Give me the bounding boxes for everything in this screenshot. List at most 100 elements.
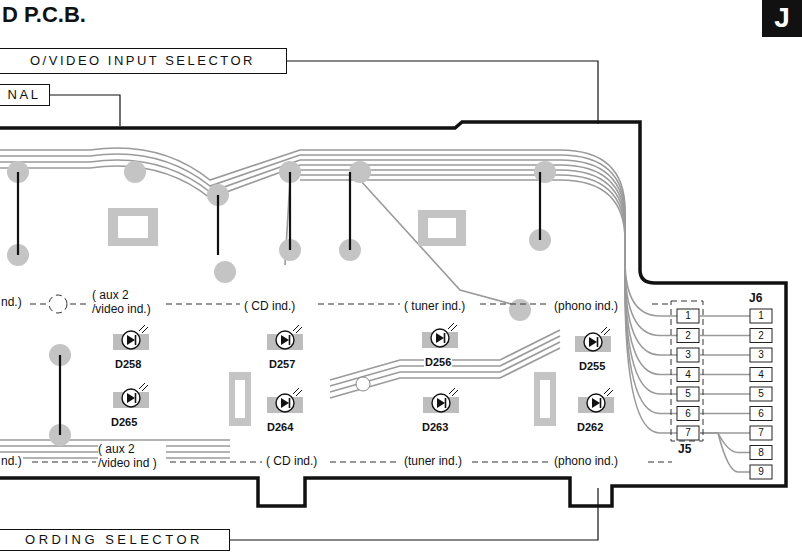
jumper-wire [349,172,351,250]
jumper-wire [17,172,19,255]
open-circle [49,295,67,313]
rect-pad [229,372,251,426]
led-bar [135,393,137,403]
solder-pad [509,299,531,321]
dashed-line [318,304,400,305]
solder-pad [349,161,371,183]
pin-box [750,309,772,323]
led-bar [444,333,446,343]
pin-number: 4 [750,368,772,382]
part-number: D258 [114,358,142,371]
led-body [122,331,140,349]
pin-box [750,465,772,479]
led-triangle [589,337,597,347]
solder-pad [214,261,236,283]
connector-outline [671,301,703,441]
pin-box [750,407,772,421]
led-triangle [281,398,289,408]
copper-trace [330,348,560,398]
copper-trace [0,160,300,192]
jumper-wire [539,172,541,240]
led-arrows [293,388,302,396]
pin-box [750,348,772,362]
pin-box [750,368,772,382]
led-bar [135,335,137,345]
led-arrows [448,323,457,331]
label-box: O/VIDEO INPUT SELECTOR [0,48,287,74]
led-triangle [592,398,600,408]
dashed-line [166,304,240,305]
jumper-wire [217,195,219,255]
led-bar [600,398,602,408]
pin-box [750,426,772,440]
connector-name: J6 [748,292,763,306]
rect-pad-hole [235,380,245,418]
dashed-line [480,304,550,305]
dashed-line [330,462,400,463]
led-symbol [267,325,303,350]
leader-line [287,61,598,124]
pin-box [677,407,699,421]
pin-box [677,426,699,440]
copper-trace [700,433,750,472]
part-number: D262 [576,421,604,434]
pin-box [750,387,772,401]
led-body [276,331,294,349]
part-number: D257 [268,358,296,371]
pin-box [677,387,699,401]
led-symbol [113,325,149,350]
dashed-line [170,462,262,463]
led-symbol [267,388,303,413]
leader-line [230,488,598,540]
pin-number: 2 [750,329,772,343]
indicator-label: ( aux 2 /video ind.) [92,289,160,317]
label-box: NAL [0,84,50,106]
led-body [587,394,605,412]
pin-number: 5 [750,387,772,401]
copper-trace [300,160,677,355]
copper-trace [360,180,515,305]
square-pad [108,208,158,246]
dashed-line [32,462,96,463]
part-number: D256 [424,356,452,369]
indicator-label: ( CD ind.) [243,300,296,314]
copper-trace [700,354,750,356]
led-arrows [449,388,458,396]
rect-pad [534,372,556,426]
led-body [431,329,449,347]
indicator-label: nd.) [0,296,23,310]
box-label: ORDING SELECTOR [25,533,203,548]
pin-box [677,368,699,382]
part-number: D265 [110,416,138,429]
copper-trace [0,165,300,198]
pin-number: 4 [677,368,699,382]
copper-trace [700,413,750,415]
page-tab: J [762,0,802,37]
led-triangle [437,398,445,408]
pin-number: 9 [750,465,772,479]
dashed-line [648,462,672,463]
led-body [432,394,450,412]
copper-trace [700,433,750,453]
led-triangle [436,333,444,343]
square-pad [418,210,466,246]
pin-number: 6 [677,407,699,421]
connector-name: J5 [677,443,692,457]
indicator-label: ( aux 2 /video ind ) [98,443,166,471]
box-label: O/VIDEO INPUT SELECTOR [30,54,255,69]
square-pad-hole [428,218,456,238]
led-arrows [139,383,148,391]
mount-hole [356,377,370,391]
pin-number: 3 [750,348,772,362]
pin-number: 1 [677,309,699,323]
pin-box [677,309,699,323]
indicator-label: (phono ind.) [553,455,619,469]
leader-line [50,95,120,126]
copper-trace [700,315,750,317]
board-outline [0,122,786,506]
dashed-line [652,304,672,305]
pin-number: 3 [677,348,699,362]
copper-trace [700,335,750,337]
led-triangle [281,335,289,345]
indicator-label: (phono ind.) [553,300,619,314]
